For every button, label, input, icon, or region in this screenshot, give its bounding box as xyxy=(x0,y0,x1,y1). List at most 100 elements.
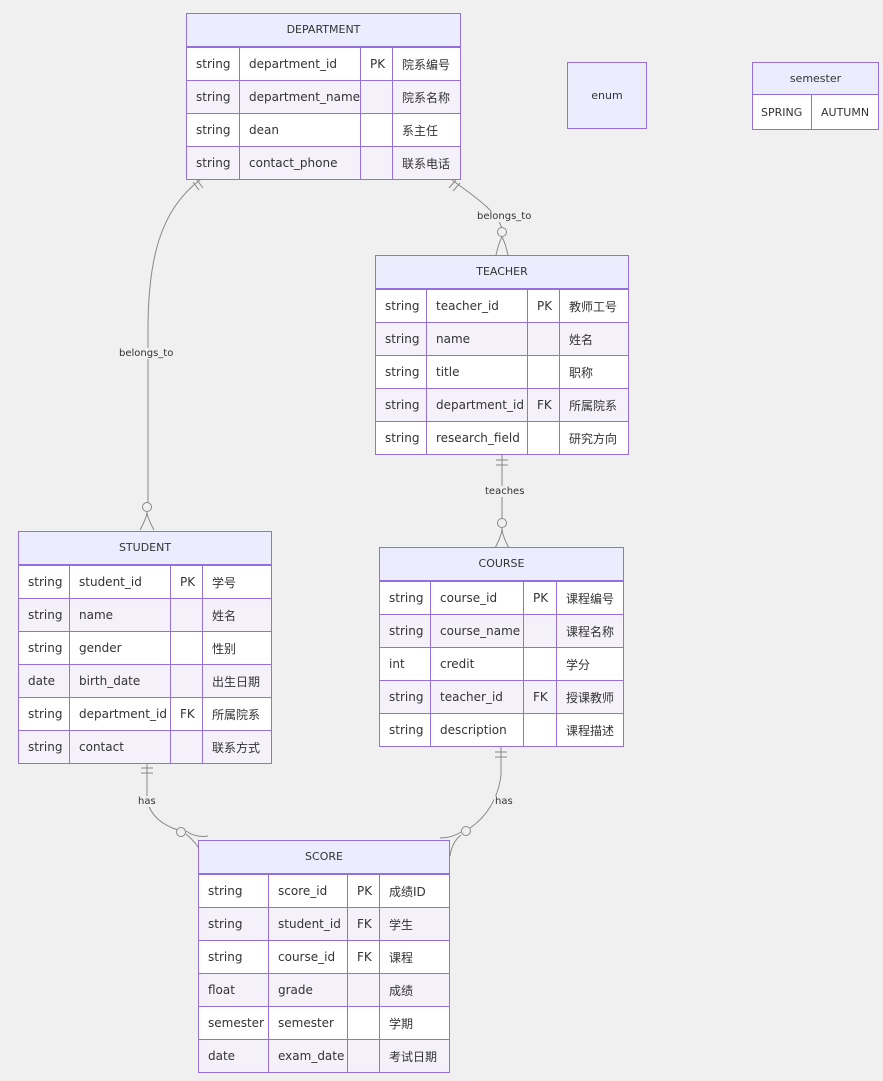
attr-name: department_name xyxy=(239,81,360,113)
table-row: string course_id PK 课程编号 xyxy=(380,581,623,614)
attr-comment: 联系电话 xyxy=(392,147,460,179)
relation-label-teacher-course: teaches xyxy=(484,486,526,497)
attr-name: birth_date xyxy=(69,665,170,697)
attr-key: FK xyxy=(170,698,202,730)
enum-semester[interactable]: semester SPRING AUTUMN xyxy=(752,62,879,130)
enum-values: SPRING AUTUMN xyxy=(753,95,878,129)
marker-dept-student-circle xyxy=(142,502,152,512)
entity-title: STUDENT xyxy=(19,532,271,565)
attr-key xyxy=(523,714,556,746)
attr-name: name xyxy=(426,323,527,355)
attr-name: course_name xyxy=(430,615,523,647)
attr-name: department_id xyxy=(239,48,360,80)
attr-type: string xyxy=(385,332,420,346)
attr-comment: 成绩ID xyxy=(379,875,449,907)
attr-comment: 课程 xyxy=(379,941,449,973)
attr-key: FK xyxy=(347,941,379,973)
attr-type: string xyxy=(385,431,420,445)
attr-key: PK xyxy=(527,290,559,322)
entity-department[interactable]: DEPARTMENT string department_id PK 院系编号 … xyxy=(186,13,461,180)
attr-comment: 性别 xyxy=(202,632,271,664)
table-row: string dean 系主任 xyxy=(187,113,460,146)
entity-course[interactable]: COURSE string course_id PK 课程编号 string c… xyxy=(379,547,624,747)
attr-key: FK xyxy=(347,908,379,940)
link-department-teacher xyxy=(451,179,503,231)
attr-key: PK xyxy=(523,582,556,614)
table-row: string gender 性别 xyxy=(19,631,271,664)
attr-key xyxy=(170,731,202,763)
table-row: string title 职称 xyxy=(376,355,628,388)
attr-key xyxy=(347,1007,379,1039)
marker-dept-student-one-a xyxy=(192,181,200,191)
entity-student[interactable]: STUDENT string student_id PK 学号 string n… xyxy=(18,531,272,764)
relation-label-dept-teacher: belongs_to xyxy=(476,211,533,222)
table-row: string score_id PK 成绩ID xyxy=(199,874,449,907)
attr-name: grade xyxy=(268,974,347,1006)
attr-type: date xyxy=(28,674,56,688)
attr-type: string xyxy=(208,950,243,964)
attr-name: student_id xyxy=(69,566,170,598)
table-row: string department_id FK 所属院系 xyxy=(19,697,271,730)
attr-type: string xyxy=(196,57,231,71)
attr-type: string xyxy=(389,723,424,737)
attr-comment: 课程名称 xyxy=(556,615,623,647)
table-row: string course_name 课程名称 xyxy=(380,614,623,647)
link-course-score xyxy=(469,745,502,829)
attr-name: research_field xyxy=(426,422,527,454)
attr-key xyxy=(523,615,556,647)
attr-type: string xyxy=(28,740,63,754)
attr-key xyxy=(527,356,559,388)
attr-key xyxy=(170,632,202,664)
table-row: string name 姓名 xyxy=(19,598,271,631)
relation-label-student-score: has xyxy=(137,796,157,807)
table-row: string department_id FK 所属院系 xyxy=(376,388,628,421)
attr-name: credit xyxy=(430,648,523,680)
entity-teacher[interactable]: TEACHER string teacher_id PK 教师工号 string… xyxy=(375,255,629,455)
attr-type: string xyxy=(28,608,63,622)
attr-type: string xyxy=(208,884,243,898)
table-row: string student_id PK 学号 xyxy=(19,565,271,598)
marker-dept-teacher-one-b xyxy=(452,182,461,192)
table-row: date exam_date 考试日期 xyxy=(199,1039,449,1072)
attr-comment: 院系名称 xyxy=(392,81,460,113)
attr-key xyxy=(170,599,202,631)
attr-type: float xyxy=(208,983,235,997)
attr-type: string xyxy=(196,123,231,137)
attr-key: PK xyxy=(170,566,202,598)
marker-dept-teacher-crow xyxy=(495,236,509,256)
enum-placeholder[interactable]: enum xyxy=(567,62,647,129)
attr-key xyxy=(347,1040,379,1072)
entity-title: DEPARTMENT xyxy=(187,14,460,47)
table-row: string contact 联系方式 xyxy=(19,730,271,763)
attr-key xyxy=(523,648,556,680)
attr-type: string xyxy=(196,90,231,104)
attr-type: int xyxy=(389,657,405,671)
attr-comment: 学生 xyxy=(379,908,449,940)
attr-comment: 联系方式 xyxy=(202,731,271,763)
attr-comment: 姓名 xyxy=(559,323,628,355)
attr-type: semester xyxy=(208,1016,264,1030)
attr-name: contact_phone xyxy=(239,147,360,179)
attr-name: teacher_id xyxy=(426,290,527,322)
table-row: string name 姓名 xyxy=(376,322,628,355)
entity-score[interactable]: SCORE string score_id PK 成绩ID string stu… xyxy=(198,840,450,1073)
attr-type: string xyxy=(389,591,424,605)
table-row: string department_id PK 院系编号 xyxy=(187,47,460,80)
enum-title: semester xyxy=(753,63,878,95)
attr-comment: 教师工号 xyxy=(559,290,628,322)
marker-dept-teacher-circle xyxy=(497,227,507,237)
table-row: string student_id FK 学生 xyxy=(199,907,449,940)
marker-student-score-circle xyxy=(176,827,186,837)
marker-dept-student-one-b xyxy=(196,179,204,189)
attr-type: string xyxy=(385,398,420,412)
attr-name: gender xyxy=(69,632,170,664)
attr-type: string xyxy=(28,575,63,589)
attr-name: title xyxy=(426,356,527,388)
enum-value: AUTUMN xyxy=(811,95,878,129)
attr-comment: 系主任 xyxy=(392,114,460,146)
table-row: string research_field 研究方向 xyxy=(376,421,628,454)
attr-name: student_id xyxy=(268,908,347,940)
attr-name: course_id xyxy=(430,582,523,614)
enum-value: SPRING xyxy=(761,105,803,119)
attr-name: department_id xyxy=(69,698,170,730)
